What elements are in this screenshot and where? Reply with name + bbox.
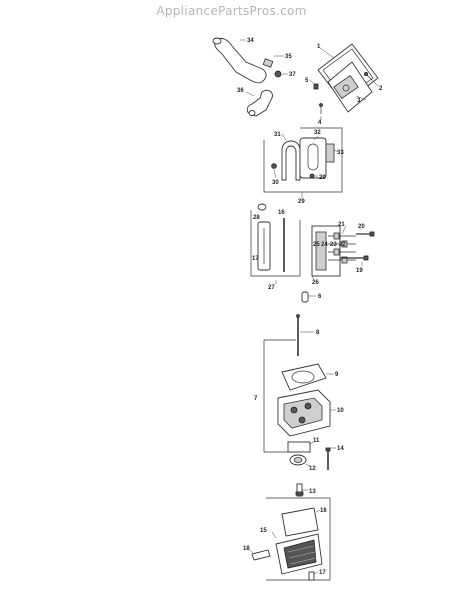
callout-1: 1 (317, 44, 321, 50)
screw-2[interactable] (363, 72, 373, 81)
screw-4[interactable] (319, 103, 323, 115)
assembly-7-frame (263, 339, 296, 453)
air-filter-16[interactable] (281, 507, 319, 537)
callout-22: 22 (339, 242, 346, 248)
callout-17b: 17 (319, 570, 326, 576)
callout-9: 9 (335, 372, 339, 378)
grommet-28[interactable] (257, 203, 267, 211)
leader-lines (240, 39, 379, 575)
callout-34: 34 (247, 38, 254, 44)
breather-cover-3[interactable] (327, 61, 373, 113)
callout-7: 7 (254, 396, 258, 402)
callout-8: 8 (316, 330, 320, 336)
spring-33[interactable] (325, 143, 335, 163)
callout-6: 6 (318, 294, 322, 300)
callout-10: 10 (337, 408, 344, 414)
rocker-bracket-11[interactable] (287, 441, 311, 453)
callout-26: 26 (312, 280, 319, 286)
shroud-group-15-frame (266, 497, 331, 581)
bolt-19[interactable] (340, 255, 369, 261)
callout-28: 28 (253, 215, 260, 221)
callout-17a: 17 (252, 256, 259, 262)
callout-14: 14 (337, 446, 344, 452)
valve-lifter-6[interactable] (301, 291, 309, 303)
callout-12: 12 (309, 466, 316, 472)
callout-16a: 16 (278, 210, 285, 216)
callout-36: 36 (237, 88, 244, 94)
callout-2: 2 (379, 86, 383, 92)
callout-19: 19 (356, 268, 363, 274)
bolt-20[interactable] (356, 231, 375, 237)
callout-4: 4 (318, 120, 322, 126)
callout-32: 32 (314, 130, 321, 136)
callout-13: 13 (309, 489, 316, 495)
bracket-18[interactable] (251, 549, 271, 561)
callout-37: 37 (289, 72, 296, 78)
bracket-group-27-frame (250, 210, 301, 277)
grommet-37[interactable] (274, 70, 282, 78)
callout-30: 30 (272, 180, 279, 186)
hose-36[interactable] (246, 89, 273, 117)
callout-29a: 29 (319, 175, 326, 181)
callout-29b: 29 (298, 199, 305, 205)
callout-16b: 16 (320, 508, 327, 514)
spark-plug-13[interactable] (295, 483, 304, 497)
callout-33: 33 (337, 150, 344, 156)
callout-20: 20 (358, 224, 365, 230)
grommet-30[interactable] (271, 163, 277, 169)
hose-34[interactable] (212, 37, 267, 84)
callout-25: 25 (313, 242, 320, 248)
valve-cover-32[interactable] (299, 137, 327, 179)
callout-23: 23 (330, 242, 337, 248)
breather-tube-31[interactable] (281, 140, 301, 181)
blower-housing-15[interactable] (275, 533, 323, 575)
cylinder-head-10[interactable] (277, 389, 331, 437)
callout-21: 21 (338, 222, 345, 228)
breather-12[interactable] (289, 454, 307, 466)
head-gasket-9[interactable] (281, 363, 327, 391)
callout-18: 18 (243, 546, 250, 552)
callout-11: 11 (313, 438, 320, 444)
callout-labels: 1 2 3 4 5 34 35 37 36 31 32 33 29 30 29 … (237, 38, 383, 576)
watermark: AppliancePartsPros.com (156, 4, 307, 18)
fastener-28[interactable] (309, 173, 315, 179)
callout-5: 5 (305, 78, 309, 84)
bracket-group-29-frame (263, 127, 343, 193)
callout-31: 31 (274, 132, 281, 138)
rocker-plate-17[interactable] (257, 221, 271, 271)
callout-15: 15 (260, 528, 267, 534)
screw-17[interactable] (308, 571, 315, 581)
callout-24: 24 (321, 242, 328, 248)
callout-27: 27 (268, 285, 275, 291)
valve-springs-22-25[interactable] (328, 232, 356, 264)
clamp-35[interactable] (262, 58, 274, 68)
callout-3: 3 (357, 98, 361, 104)
push-rod-8[interactable] (296, 314, 300, 357)
stud-14[interactable] (325, 447, 331, 470)
callout-35: 35 (285, 54, 292, 60)
reed-5[interactable] (313, 83, 319, 90)
